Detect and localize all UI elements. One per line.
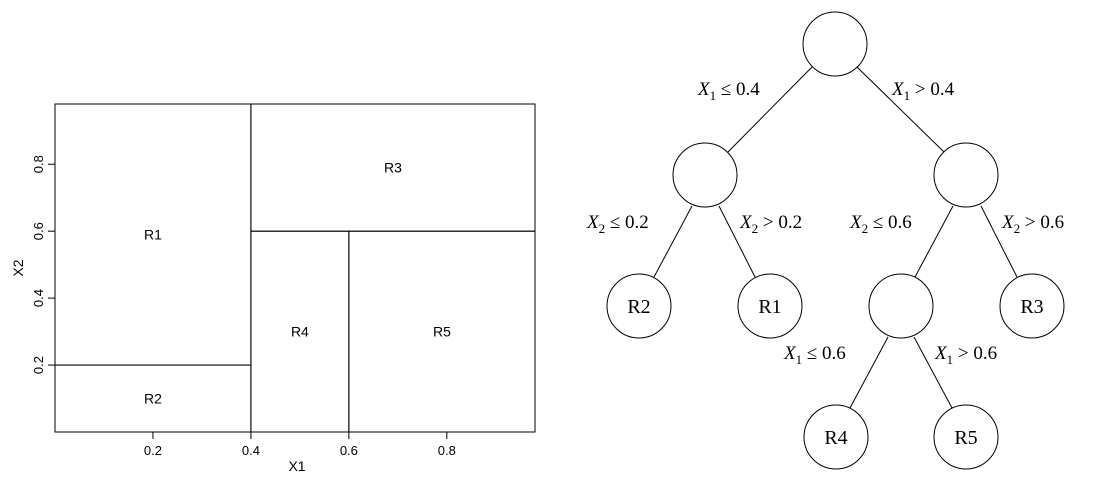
leaf-label-r3: R3 (1020, 296, 1043, 318)
rule-root-left: X1 ≤ 0.4 (697, 79, 760, 103)
rule-subscript: 2 (862, 221, 869, 236)
region-label-r2: R2 (144, 391, 162, 407)
rule-subscript: 2 (752, 221, 759, 236)
leaf-node-r3 (999, 273, 1065, 339)
region-label-r4: R4 (291, 324, 309, 340)
leaf-node-r2 (606, 273, 672, 339)
x-tick-label: 0.6 (340, 443, 358, 458)
y-tick-label: 0.6 (31, 222, 46, 240)
tree-node-inner (868, 273, 934, 339)
tree-node-left (672, 142, 738, 208)
rule-value: 0.6 (822, 343, 846, 364)
rule-value: 0.6 (888, 212, 912, 233)
rule-subscript: 2 (599, 221, 606, 236)
rule-value: 0.4 (736, 79, 760, 100)
rule-left-left: X2 ≤ 0.2 (586, 212, 649, 236)
rule-left-right: X2 > 0.2 (739, 212, 802, 236)
rule-subscript: 1 (796, 352, 803, 367)
rule-value: 0.6 (973, 343, 997, 364)
rule-operator: > (1020, 212, 1040, 233)
rule-operator: ≤ (605, 212, 625, 233)
decision-tree: R2 R1 R3 R4 R5 X1 ≤ 0.4 X1 > 0.4 X2 ≤ 0.… (586, 11, 1065, 470)
plot-frame (54, 103, 536, 433)
rule-operator: > (758, 212, 778, 233)
edge-root-right (856, 66, 945, 153)
rule-value: 0.6 (1040, 212, 1064, 233)
edge-left-r1 (718, 205, 756, 278)
rule-right-right: X2 > 0.6 (1001, 212, 1064, 236)
x-tick-label: 0.8 (438, 443, 456, 458)
rule-operator: > (910, 79, 930, 100)
leaf-label-r4: R4 (824, 427, 847, 449)
region-label-r3: R3 (384, 160, 402, 176)
y-tick-label: 0.8 (31, 155, 46, 173)
region-label-r1: R1 (144, 227, 162, 243)
leaf-label-r2: R2 (627, 296, 650, 318)
edge-root-left (727, 66, 813, 153)
tree-node-right (933, 142, 999, 208)
rule-var: X (783, 343, 797, 364)
edge-right-inner (914, 205, 954, 278)
x-tick-label: 0.2 (144, 443, 162, 458)
rule-operator: > (953, 343, 973, 364)
rule-subscript: 1 (947, 352, 954, 367)
rule-operator: ≤ (868, 212, 888, 233)
rule-operator: ≤ (716, 79, 736, 100)
rule-value: 0.2 (625, 212, 649, 233)
edge-right-r3 (980, 205, 1018, 278)
x-axis-ticks: 0.2 0.4 0.6 0.8 (144, 432, 456, 458)
rule-var: X (697, 79, 711, 100)
rule-var: X (586, 212, 600, 233)
leaf-node-r1 (737, 273, 803, 339)
rule-inner-left: X1 ≤ 0.6 (783, 343, 846, 367)
rule-inner-right: X1 > 0.6 (934, 343, 997, 367)
x-tick-label: 0.4 (242, 443, 260, 458)
rule-operator: ≤ (802, 343, 822, 364)
y-axis-ticks: 0.2 0.4 0.6 0.8 (31, 155, 55, 374)
rule-value: 0.2 (778, 212, 802, 233)
edge-left-r2 (653, 205, 693, 278)
y-axis-title: X2 (10, 259, 26, 276)
rule-right-left: X2 ≤ 0.6 (849, 212, 912, 236)
rule-var: X (891, 79, 905, 100)
edge-inner-r4 (849, 336, 889, 409)
x-axis-title: X1 (288, 458, 305, 474)
leaf-label-r5: R5 (954, 427, 977, 449)
leaf-node-r4 (803, 404, 869, 470)
rule-root-right: X1 > 0.4 (891, 79, 955, 103)
leaf-node-r5 (933, 404, 999, 470)
region-box-r5 (348, 230, 536, 433)
rule-subscript: 1 (904, 88, 911, 103)
rule-subscript: 1 (710, 88, 717, 103)
region-label-r5: R5 (433, 324, 451, 340)
y-tick-label: 0.2 (31, 356, 46, 374)
rule-var: X (1001, 212, 1015, 233)
rule-subscript: 2 (1014, 221, 1021, 236)
edge-inner-r5 (913, 336, 953, 409)
rule-value: 0.4 (930, 79, 954, 100)
rule-var: X (739, 212, 753, 233)
y-tick-label: 0.4 (31, 289, 46, 307)
rule-var: X (849, 212, 863, 233)
partition-splits (54, 103, 536, 433)
leaf-label-r1: R1 (758, 296, 781, 318)
rule-var: X (934, 343, 948, 364)
tree-node-root (802, 11, 868, 77)
